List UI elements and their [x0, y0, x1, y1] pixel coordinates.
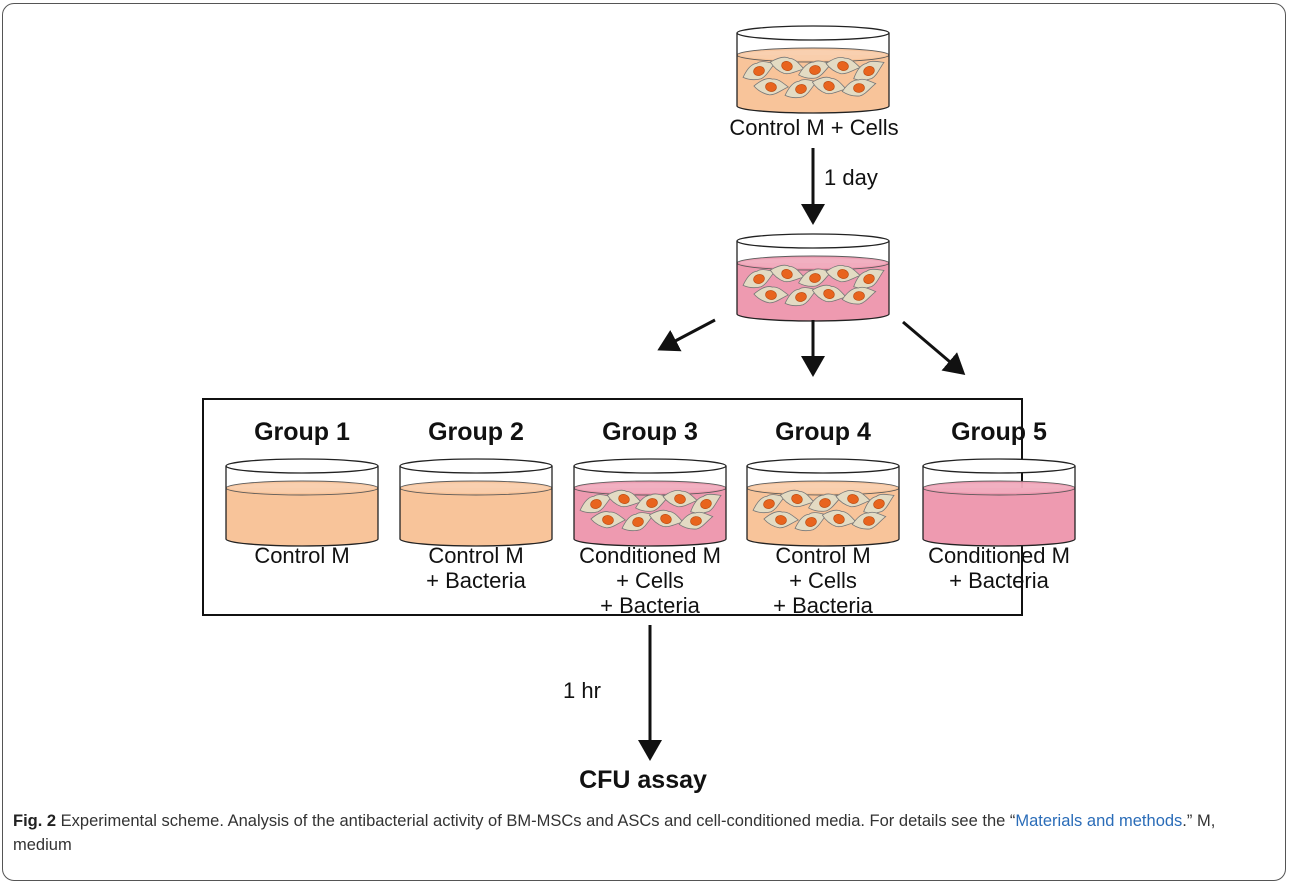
- group-1-dish: [225, 458, 379, 547]
- cell-icon: [763, 511, 800, 529]
- caption-link-materials-methods[interactable]: Materials and methods: [1015, 812, 1183, 830]
- group-2-dish: [399, 458, 553, 547]
- group-3: Group 3 Conditioned M+ Cells+ Bacteria: [573, 418, 727, 618]
- cell-icon: [742, 61, 776, 81]
- group-5-title: Group 5: [951, 418, 1047, 446]
- cell-icon: [662, 490, 698, 508]
- group-2-label-line: Control M: [428, 543, 523, 568]
- cfu-assay-label: CFU assay: [579, 766, 707, 794]
- group-4-title: Group 4: [775, 418, 871, 446]
- group-2-label-line: + Bacteria: [426, 568, 526, 593]
- group-5-dish: [922, 458, 1076, 547]
- caption-text-before: Experimental scheme. Analysis of the ant…: [56, 812, 1016, 830]
- cell-icon: [835, 490, 871, 508]
- caption-text-after: .” M, medium: [13, 812, 1216, 854]
- cell-icon: [853, 268, 885, 289]
- group-3-dish: [573, 458, 727, 547]
- figure-caption: Fig. 2 Experimental scheme. Analysis of …: [13, 809, 1275, 857]
- group-4-dish: [746, 458, 900, 547]
- cell-icon: [851, 511, 887, 530]
- group-3-label-line: + Cells: [616, 568, 684, 593]
- group-1-label-line: Control M: [254, 543, 349, 568]
- group-4: Group 4 Control M+ Cells+ Bacteria: [746, 418, 900, 618]
- group-5: Group 5 Conditioned M+ Bacteria: [922, 418, 1076, 593]
- cell-icon: [753, 286, 790, 304]
- cell-icon: [753, 78, 790, 96]
- cell-icon: [811, 284, 847, 303]
- group-1-title: Group 1: [254, 418, 350, 446]
- group-4-label-line: Control M: [775, 543, 870, 568]
- group-2-title: Group 2: [428, 418, 524, 446]
- group-5-label-line: + Bacteria: [949, 568, 1049, 593]
- arrow-left: [657, 318, 716, 352]
- cell-icon: [742, 269, 776, 289]
- step-1-day-label: 1 day: [824, 165, 878, 190]
- group-3-label-line: Conditioned M: [579, 543, 721, 568]
- cell-icon: [678, 511, 714, 530]
- cell-icon: [798, 60, 832, 79]
- group-3-label-line: + Bacteria: [600, 593, 700, 618]
- cell-icon: [635, 493, 669, 512]
- cell-icon: [579, 494, 613, 514]
- cell-icon: [841, 78, 877, 97]
- cell-icon: [769, 264, 805, 283]
- group-4-label-line: + Bacteria: [773, 593, 873, 618]
- top-dish-label: Control M + Cells: [729, 115, 898, 140]
- group-4-label-line: + Cells: [789, 568, 857, 593]
- cell-icon: [825, 265, 861, 283]
- arrow-right: [902, 320, 966, 375]
- group-5-label-line: Conditioned M: [928, 543, 1070, 568]
- step-1-hr-label: 1 hr: [563, 678, 601, 703]
- group-3-title: Group 3: [602, 418, 698, 446]
- group-2: Group 2 Control M+ Bacteria: [399, 418, 553, 593]
- cell-icon: [841, 286, 877, 305]
- cell-icon: [752, 494, 786, 514]
- figure-frame: [2, 3, 1286, 881]
- cell-icon: [794, 512, 828, 532]
- cell-icon: [590, 511, 627, 529]
- caption-figure-label: Fig. 2: [13, 812, 57, 830]
- group-1: Group 1 Control M: [225, 418, 379, 568]
- cell-icon: [784, 287, 818, 307]
- dish-control-medium-cells: [736, 25, 890, 114]
- dish-conditioned-medium-cells: [736, 233, 890, 322]
- cell-icon: [606, 489, 642, 508]
